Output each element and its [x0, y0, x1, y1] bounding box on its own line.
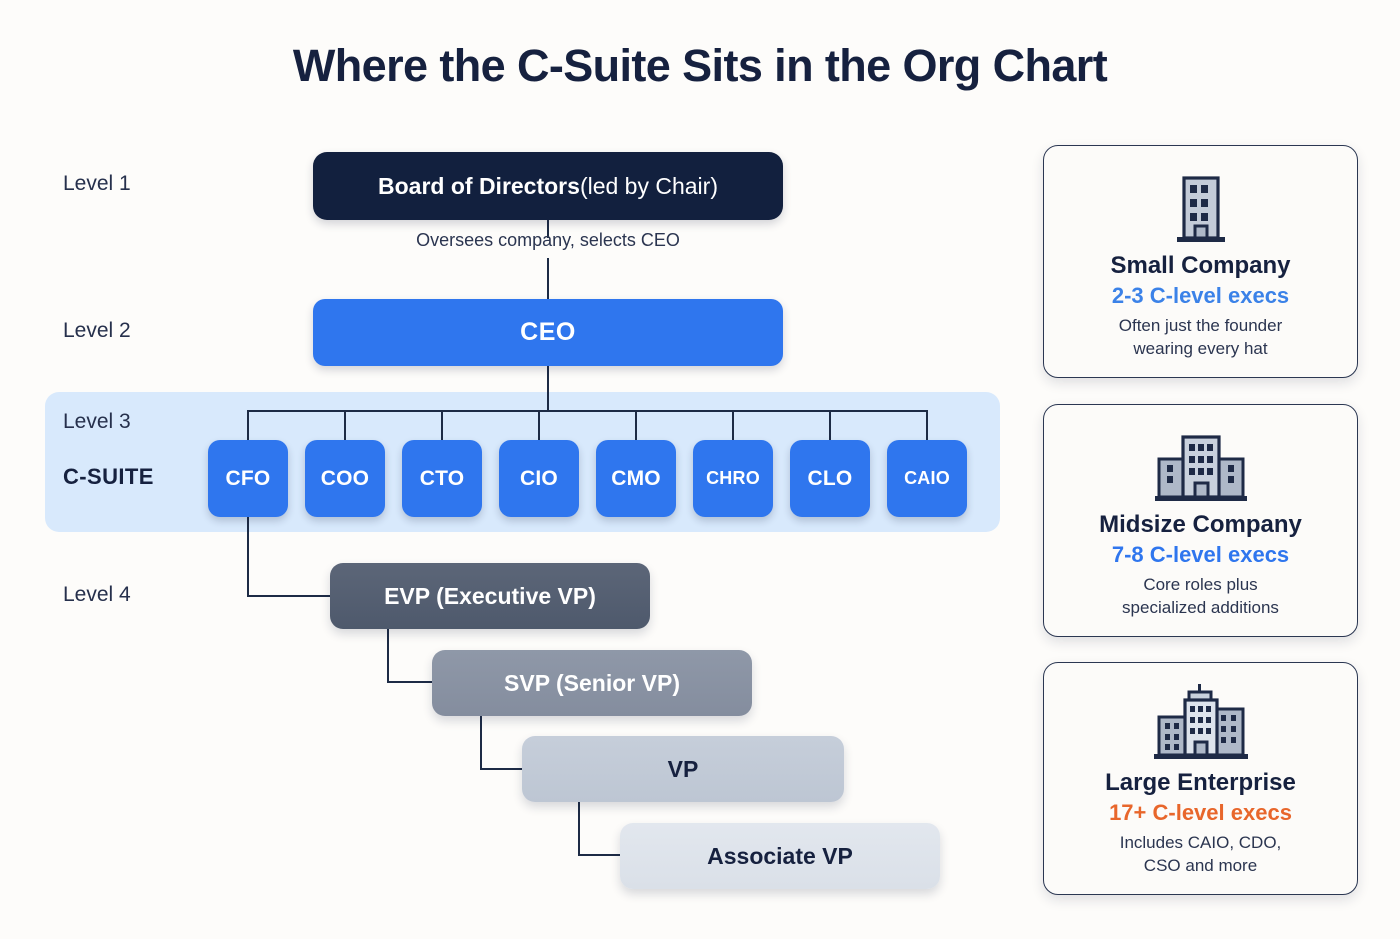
vp-label: VP: [667, 755, 699, 782]
node-coo[interactable]: COO: [305, 440, 385, 517]
connector-drop-caio: [926, 410, 928, 442]
cmo-label: CMO: [611, 466, 661, 490]
connector-drop-clo: [829, 410, 831, 442]
card-large-enterprise[interactable]: Large Enterprise 17+ C-level execs Inclu…: [1043, 662, 1358, 895]
node-evp[interactable]: EVP (Executive VP): [330, 563, 650, 629]
ceo-label: CEO: [520, 318, 576, 346]
node-cmo[interactable]: CMO: [596, 440, 676, 517]
chro-label: CHRO: [706, 468, 760, 488]
node-svp[interactable]: SVP (Senior VP): [432, 650, 752, 716]
card-title: Small Company: [1110, 252, 1291, 279]
connector-ceo-down: [547, 366, 549, 411]
card-description: Core roles plus specialized additions: [1122, 575, 1279, 617]
node-caio[interactable]: CAIO: [887, 440, 967, 517]
associate-vp-label: Associate VP: [707, 842, 853, 869]
node-board-of-directors[interactable]: Board of Directors (led by Chair): [313, 152, 783, 220]
board-caption: Oversees company, selects CEO: [416, 230, 680, 250]
svp-label: SVP (Senior VP): [504, 669, 680, 696]
connector-drop-coo: [344, 410, 346, 442]
cfo-label: CFO: [225, 466, 271, 490]
card-description: Includes CAIO, CDO, CSO and more: [1119, 833, 1282, 875]
connector-cfo-down: [247, 517, 249, 597]
card-title: Midsize Company: [1099, 511, 1302, 538]
connector-vp-down: [578, 802, 580, 856]
card-accent: 7-8 C-level execs: [1111, 542, 1290, 568]
node-vp[interactable]: VP: [522, 736, 844, 802]
skyline-buildings-icon: [1151, 684, 1251, 763]
connector-svp-to-vp: [480, 768, 525, 770]
connector-evp-to-svp: [387, 681, 434, 683]
board-label-light: (led by Chair): [579, 172, 718, 199]
connector-drop-cmo: [635, 410, 637, 442]
level-label-4: Level 4: [63, 583, 131, 606]
connector-caption-to-ceo: [547, 258, 549, 299]
evp-label: EVP (Executive VP): [384, 582, 596, 609]
card-accent: 2-3 C-level execs: [1111, 283, 1290, 309]
level-label-2: Level 2: [63, 319, 131, 342]
caio-label: CAIO: [904, 468, 950, 488]
connector-drop-cfo: [247, 410, 249, 442]
connector-drop-chro: [732, 410, 734, 442]
three-buildings-icon: [1153, 427, 1249, 505]
card-midsize-company[interactable]: Midsize Company 7-8 C-level execs Core r…: [1043, 404, 1358, 637]
connector-drop-cio: [538, 410, 540, 442]
card-description: Often just the founder wearing every hat: [1118, 316, 1283, 358]
connector-vp-to-avp: [578, 854, 623, 856]
node-associate-vp[interactable]: Associate VP: [620, 823, 940, 889]
coo-label: COO: [320, 466, 370, 490]
node-cto[interactable]: CTO: [402, 440, 482, 517]
node-chro[interactable]: CHRO: [693, 440, 773, 517]
connector-board-to-ceo: [547, 220, 549, 238]
board-label-strong: Board of Directors: [378, 172, 580, 199]
connector-evp-down: [387, 629, 389, 683]
connector-cfo-to-evp: [247, 595, 332, 597]
connector-csuite-bus: [247, 410, 926, 412]
clo-label: CLO: [807, 466, 853, 490]
card-accent: 17+ C-level execs: [1109, 800, 1292, 826]
card-small-company[interactable]: Small Company 2-3 C-level execs Often ju…: [1043, 145, 1358, 378]
single-building-icon: [1165, 168, 1237, 246]
level-label-3: Level 3: [63, 410, 131, 433]
cio-label: CIO: [520, 466, 558, 490]
node-ceo[interactable]: CEO: [313, 299, 783, 366]
page-title: Where the C-Suite Sits in the Org Chart: [292, 40, 1108, 91]
card-title: Large Enterprise: [1105, 769, 1296, 796]
node-cio[interactable]: CIO: [499, 440, 579, 517]
cto-label: CTO: [419, 466, 465, 490]
csuite-tag: C-SUITE: [63, 464, 154, 489]
level-label-1: Level 1: [63, 172, 131, 195]
connector-svp-down: [480, 716, 482, 770]
node-cfo[interactable]: CFO: [208, 440, 288, 517]
node-clo[interactable]: CLO: [790, 440, 870, 517]
connector-drop-cto: [441, 410, 443, 442]
